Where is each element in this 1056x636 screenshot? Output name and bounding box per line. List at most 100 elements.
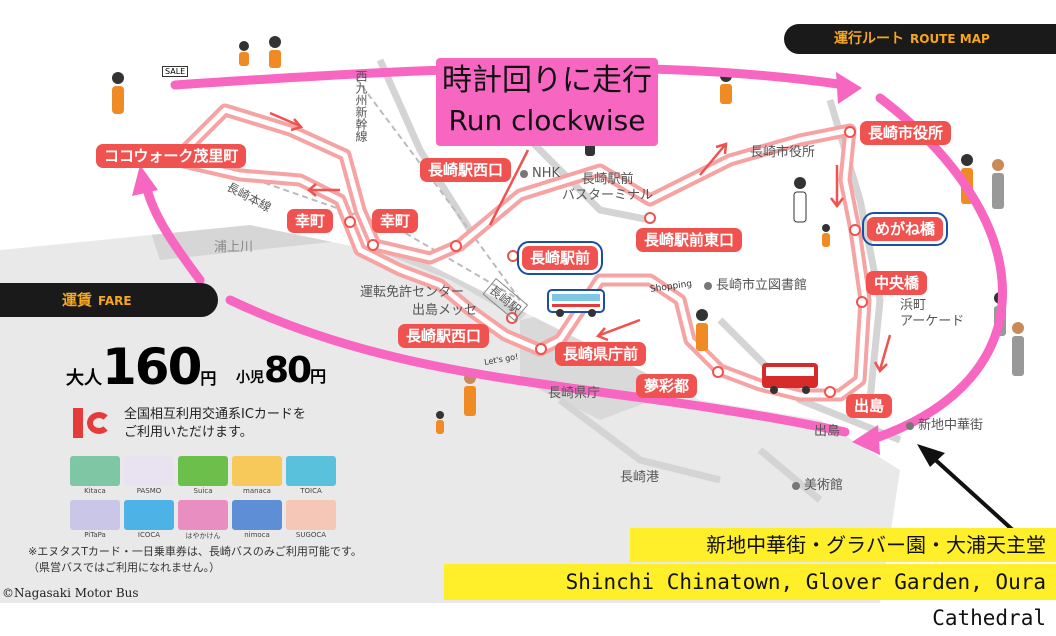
sale-sign-text: SALE — [165, 67, 186, 76]
copyright: ©Nagasaki Motor Bus — [2, 586, 139, 600]
clockwise-arrowheads — [132, 72, 880, 455]
landmark-urakami-river: 浦上川 — [214, 240, 253, 256]
ic-card-name: Suica — [193, 487, 213, 495]
ic-card-3 — [232, 456, 282, 486]
ic-card-name: Kitaca — [84, 487, 106, 495]
landmark-prefectural-office-label: 長崎県庁 — [548, 386, 601, 401]
bus-illustration-1 — [547, 289, 605, 317]
ic-card-5 — [70, 500, 120, 530]
ic-card-9 — [286, 500, 336, 530]
landmark-nhk: NHK — [520, 166, 560, 182]
fare-adult-price: 160 — [102, 338, 202, 396]
direction-callout: 時計回りに走行 Run clockwise — [436, 58, 658, 146]
sights-arrowhead — [917, 444, 945, 467]
landmark-museum-label: 美術館 — [804, 478, 844, 493]
ic-card-name: manaca — [243, 487, 271, 495]
ic-card-text: 全国相互利用交通系ICカードを ご利用いただけます。 — [124, 407, 306, 440]
ic-card-name: TOICA — [300, 487, 322, 495]
stop-kenchomae[interactable]: 長崎県庁前 — [555, 342, 647, 366]
landmark-library: 長崎市立図書館 — [704, 278, 807, 294]
direction-arrows — [269, 111, 892, 374]
route-map-header-ja: 運行ルート — [834, 31, 904, 47]
ic-card-0 — [70, 456, 120, 486]
landmark-prefectural-office: 長崎県庁 — [548, 386, 600, 402]
ic-card-name: nimoca — [244, 531, 270, 539]
landmark-city-hall: 長崎市役所 — [750, 145, 815, 161]
landmark-dejima-messe-label: 出島メッセ — [412, 303, 478, 318]
fare-note: ※エヌタスTカード・一日乗車券は、長崎バスのみご利用可能です。 （県営バスではご… — [28, 545, 362, 574]
ic-card-8 — [232, 500, 282, 530]
fare-header: 運賃 FARE — [0, 283, 218, 317]
land-area — [0, 0, 1056, 440]
landmark-dejima: 出島 — [814, 424, 840, 440]
stop-saiwaimachi-1[interactable]: 幸町 — [287, 209, 334, 233]
fare-header-ja: 運賃 — [62, 291, 93, 309]
landmark-bus-terminal: 長崎駅前 バスターミナル — [562, 172, 653, 204]
fare-adult-label: 大人 — [66, 368, 102, 389]
ic-card-name: はやかけん — [185, 532, 221, 540]
urakami-river — [150, 205, 540, 320]
fare-child: 小児80円 — [236, 350, 326, 391]
roads — [376, 58, 902, 503]
stop-nagasaki-ekimae-higashiguchi[interactable]: 長崎駅前東口 — [636, 228, 743, 252]
ic-card-name: PiTaPa — [84, 531, 106, 539]
dot-icon — [520, 169, 528, 178]
landmark-license-center-label: 運転免許センター — [360, 285, 465, 300]
ic-card-4 — [286, 456, 336, 486]
label-shinkansen: 西九州新幹線 — [353, 70, 370, 142]
people-illustrations — [112, 36, 1024, 434]
landmark-bus-terminal-label: 長崎駅前 バスターミナル — [562, 172, 654, 203]
landmark-museum: 美術館 — [792, 478, 843, 494]
sights-banner-ja: 新地中華街・グラバー園・大浦天主堂 — [630, 528, 1056, 562]
ic-logo-bar — [73, 408, 83, 438]
fare-child-label: 小児 — [236, 370, 264, 386]
stop-nagasaki-eki-nishiguchi-north[interactable]: 長崎駅西口 — [420, 158, 512, 182]
landmark-chinatown-label: 新地中華街 — [918, 418, 984, 433]
ic-card-name: SUGOCA — [295, 531, 327, 539]
landmark-nhk-label: NHK — [532, 166, 561, 181]
stop-saiwaimachi-2[interactable]: 幸町 — [372, 209, 419, 233]
ic-card-2 — [178, 456, 228, 486]
stop-meganebashi[interactable]: めがね橋 — [861, 212, 949, 246]
bus-illustration-2 — [762, 363, 818, 394]
landmark-hamanomachi: 浜町 アーケード — [900, 298, 964, 330]
stop-cocowalk[interactable]: ココウォーク茂里町 — [96, 144, 247, 168]
stop-nagasaki-eki-nishiguchi-south[interactable]: 長崎駅西口 — [398, 324, 490, 348]
ic-card-name: PASMO — [136, 487, 162, 495]
sights-arrow — [928, 453, 1017, 534]
fare-adult-unit: 円 — [200, 369, 217, 388]
landmark-hamanomachi-label: 浜町 アーケード — [900, 298, 965, 329]
stop-dejima[interactable]: 出島 — [846, 394, 893, 418]
stop-yumesaito[interactable]: 夢彩都 — [636, 374, 698, 398]
stop-markers — [344, 126, 868, 398]
sights-banner-en: Shinchi Chinatown, Glover Garden, Oura C… — [444, 564, 1056, 630]
landmark-library-label: 長崎市立図書館 — [716, 278, 808, 293]
fare-adult: 大人160円 — [66, 338, 216, 396]
sale-sign: SALE — [162, 66, 189, 77]
fare-child-unit: 円 — [310, 367, 327, 386]
ic-card-6 — [124, 500, 174, 530]
label-shinkansen-text: 西九州新幹線 — [354, 70, 368, 142]
ic-card-7 — [178, 500, 228, 530]
landmark-city-hall-label: 長崎市役所 — [750, 145, 816, 160]
stop-chuobashi[interactable]: 中央橋 — [866, 271, 928, 295]
dot-icon — [906, 421, 914, 430]
landmark-dejima-messe: 出島メッセ — [412, 303, 477, 319]
ic-logo-c — [87, 412, 111, 434]
ic-card-1 — [124, 456, 174, 486]
fare-header-en: FARE — [98, 294, 132, 308]
ic-card-icon — [73, 408, 117, 438]
stop-nagasaki-ekimae[interactable]: 長崎駅前 — [516, 241, 604, 275]
direction-ja: 時計回りに走行 — [442, 63, 652, 98]
bus-route-inner — [172, 107, 868, 398]
fare-child-price: 80 — [264, 350, 312, 391]
dot-icon — [792, 481, 800, 490]
landmark-license-center: 運転免許センター — [360, 285, 464, 301]
ic-card-name: ICOCA — [137, 531, 161, 539]
stop-nagasaki-shiyakusho[interactable]: 長崎市役所 — [860, 121, 952, 145]
direction-en: Run clockwise — [448, 104, 646, 137]
landmark-urakami-river-label: 浦上川 — [214, 240, 254, 255]
dot-icon — [704, 281, 712, 290]
landmark-port-label: 長崎港 — [620, 470, 660, 485]
